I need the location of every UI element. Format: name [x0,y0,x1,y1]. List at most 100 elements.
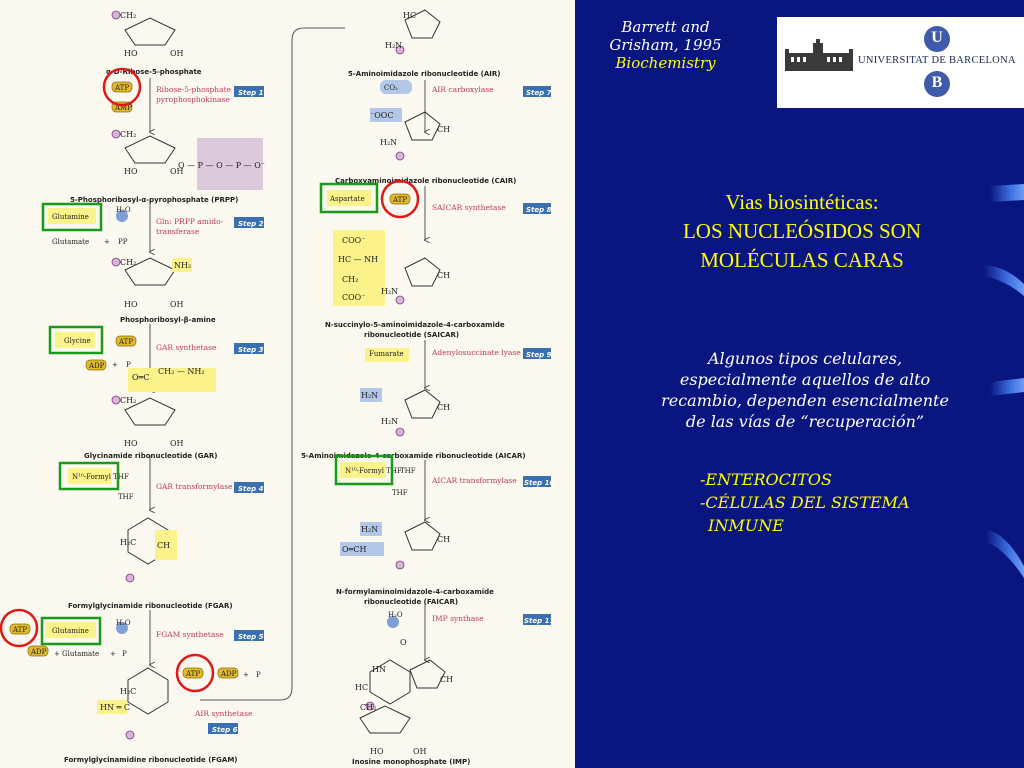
list-item-enterocitos: -ENTEROCITOS [700,470,832,489]
p-4: P [122,650,127,658]
group-coo-1: COO⁻ [342,236,365,245]
group-pyrophosphate: O — P — O — P — O⁻ [178,161,265,170]
highlight-aspartate [319,182,379,214]
step-1-badge: Step 1 [238,89,264,97]
group-ho-imp: HO [370,747,384,756]
enzyme-2b: transferase [156,227,200,236]
substrate-formyl-thf-1: N¹⁰-Formyl THF [72,473,129,481]
title-line-3: MOLÉCULAS CARAS [700,248,904,272]
step-7-badge: Step 7 [526,89,552,97]
body-paragraph: Algunos tipos celulares, especialmente a… [596,348,1014,432]
highlight-atp-5 [380,179,420,219]
group-ho-4: HO [124,439,138,448]
highlight-glutamine-1 [41,202,103,232]
water-2: H₂O [116,619,131,627]
p-2: P [126,361,131,369]
group-oh-4: OH [170,439,184,448]
title-line-2: LOS NUCLEÓSIDOS SON [682,219,922,243]
group-ch2-3: CH₂ [120,258,136,267]
group-ch2-nh2: CH₂ — NH₂ [158,367,205,376]
logo-letter-b: B [931,74,943,91]
step-5-badge: Step 5 [238,633,264,641]
substrate-glutamate-2: Glutamate [62,650,99,658]
substrate-thf-2: THF [400,467,416,475]
plus-5: + [243,671,249,679]
ribose-ring-2 [124,135,176,164]
highlight-formyl-thf-1 [58,461,120,491]
co2: CO₂ [384,84,398,92]
group-ch-aicar: CH [437,403,450,412]
compound-saicar-2: ribonucleotide (SAICAR) [364,331,459,339]
purine-biosynthesis-figure: Step 1 Step 2 Step 3 Step 4 Step 5 Step … [0,0,575,768]
citation-book: Biochemistry [615,54,716,72]
ribose-ring-5 [359,705,411,734]
adp-4: ADP [220,670,237,678]
pathway-diagram: Step 1 Step 2 Step 3 Step 4 Step 5 Step … [0,9,554,766]
group-ch2-2: CH₂ [120,130,136,139]
highlight-atp-1 [102,67,142,107]
substrate-thf-1: THF [118,493,134,501]
step-6-badge: Step 6 [212,726,238,734]
group-ch-imp: CH [440,675,453,684]
citation: Barrett and Grisham, 1995 Biochemistry [588,18,743,72]
group-ho-3: HO [124,300,138,309]
compound-faicar-1: N-formylaminoimidazole-4-carboxamide [336,588,494,596]
p-5: P [256,671,261,679]
list-item-celulas: -CÉLULAS DEL SISTEMA [700,493,910,512]
imidazole-rings [369,9,446,705]
group-o-eq-ch: O═CH [342,545,366,554]
highlight-glutamine-2 [40,616,102,646]
slide-title: Vias biosintéticas: LOS NUCLEÓSIDOS SON … [620,188,984,275]
water-1: H₂O [116,206,131,214]
step-3-badge: Step 3 [238,346,264,354]
cell-type-list: -ENTEROCITOS -CÉLULAS DEL SISTEMA INMUNE [700,468,910,537]
group-h2c-1: H₂C [120,538,136,547]
group-hn-eq-c: HN ═ C [100,703,130,712]
body-line-1: Algunos tipos celulares, [707,349,903,368]
atp-5: ATP [392,196,407,204]
step-4-badge: Step 4 [238,485,264,493]
compound-pr-amine: Phosphoribosyl-β-amine [120,316,216,324]
enzyme-7: AIR carboxylase [431,85,494,94]
group-h2n-3: H₂N [381,287,398,296]
enzyme-5: FGAM synthetase [156,630,224,639]
highlight-atp-3 [0,608,39,648]
substrate-formyl-thf-2: N¹⁰-Formyl THF [345,467,402,475]
group-oh-3: OH [170,300,184,309]
substrate-glycine: Glycine [64,337,91,345]
ribose-ring-3 [124,257,176,286]
enzyme-8: SAICAR synthetase [432,203,506,212]
body-line-4: de las vías de “recuperación” [685,412,925,431]
substrate-glutamine-2: Glutamine [52,627,89,635]
ribose-ring-4 [124,397,176,426]
group-o-eq-c: O═C [132,373,150,382]
group-h2n-4: H₂N [361,391,378,400]
adp-3: ADP [30,648,47,656]
group-ch-saicar: CH [437,271,450,280]
group-hc-imp: HC [355,683,368,692]
university-logo: U B UNIVERSITAT DE BARCELONA [777,17,1024,108]
group-o-imp: O [400,638,407,647]
compound-prpp: 5-Phosphoribosyl-α-pyrophosphate (PRPP) [70,196,238,204]
highlight-glycine [48,325,104,355]
group-ch2-4: CH₂ [120,396,136,405]
step-8-badge: Step 8 [526,206,552,214]
water-3: H₂O [388,611,403,619]
group-ch2-1: CH₂ [120,11,136,20]
decorative-swooshes [984,184,1024,578]
compound-saicar-1: N-succinylo-5-aminoimidazole-4-carboxami… [325,321,505,329]
atp-2: ATP [118,338,133,346]
pp-1: PP [118,238,128,246]
atp-1: ATP [114,84,129,92]
citation-authors-2: Grisham, 1995 [609,36,722,54]
group-oh-imp: OH [413,747,427,756]
university-name: UNIVERSITAT DE BARCELONA [858,55,1016,66]
body-line-2: especialmente aquellos de alto [679,370,931,389]
step-10-badge: Step 10 [524,479,554,487]
compound-gar: Glycinamide ribonucleotide (GAR) [84,452,218,460]
group-ch2-saicar: CH₂ [342,275,358,284]
compound-fgam: Formylglycinamidine ribonucleotide (FGAM… [64,756,238,764]
compound-aicar: 5-Aminoimidazole-4-carboxamide ribonucle… [301,452,526,460]
substrate-glutamate-1: Glutamate [52,238,89,246]
